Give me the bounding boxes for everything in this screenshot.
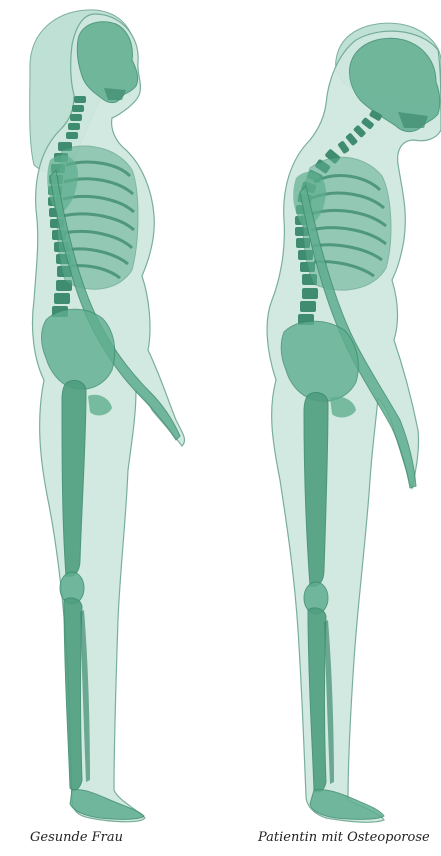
healthy-woman-tibia — [64, 598, 82, 790]
osteoporosis-patient-caption: Patientin mit Osteoporose — [258, 830, 430, 845]
patient-body-outline — [267, 31, 441, 822]
healthy-woman-caption: Gesunde Frau — [30, 830, 123, 845]
osteoporosis-patient-figure — [267, 23, 441, 822]
healthy-woman-figure — [30, 10, 185, 822]
